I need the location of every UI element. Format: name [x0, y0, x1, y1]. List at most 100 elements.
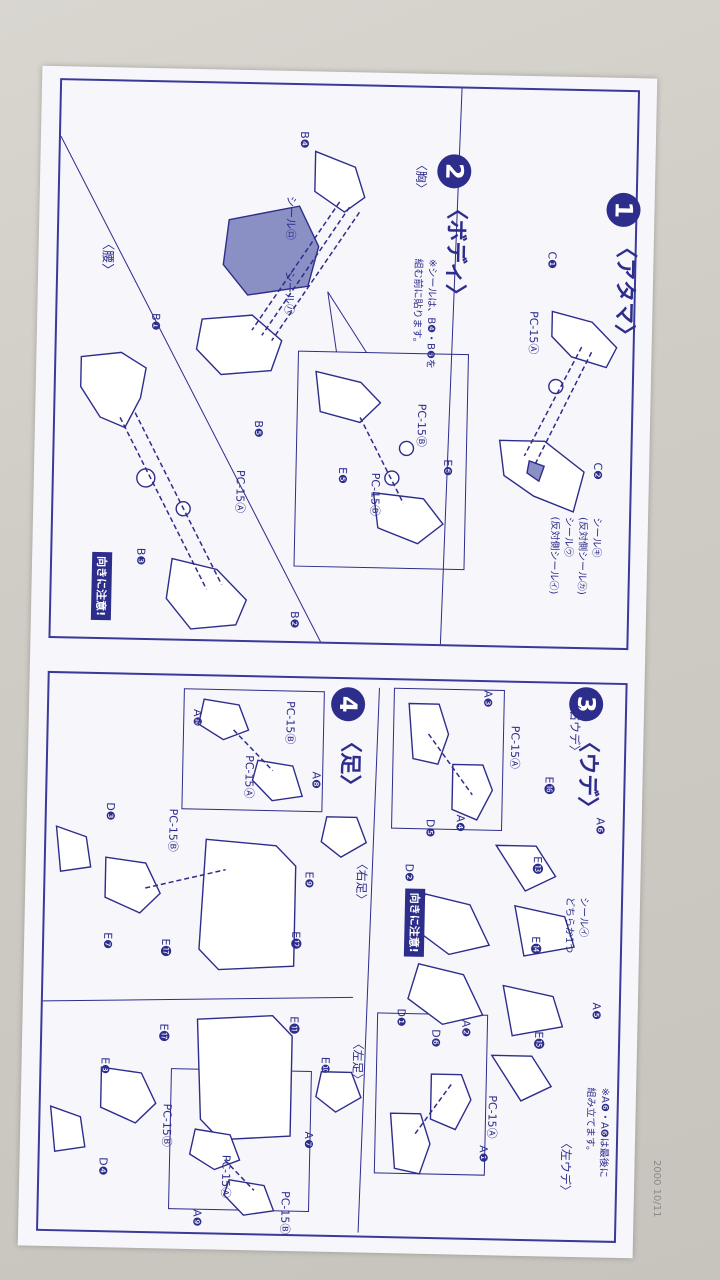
right-arm-shoulder	[494, 844, 557, 892]
label-c2: C❷	[590, 462, 605, 481]
label-pc15b-callout-2: PC-15Ⓑ	[368, 472, 382, 517]
label-a1: A❶	[476, 1145, 490, 1163]
waist-divider-line	[60, 135, 321, 642]
step3-note: ※A❻・A❻は最後に 組み立てます。	[583, 1087, 611, 1178]
label-e5: E❺	[335, 466, 350, 485]
label-d1: D❶	[394, 1008, 408, 1027]
step2-number-badge: 2	[437, 153, 473, 189]
step4-left-leg-label: 〈左足〉	[350, 1037, 366, 1086]
label-pc15b-lleg-callout: PC-15Ⓑ	[278, 1190, 292, 1235]
label-a8: A❽	[309, 771, 323, 790]
label-pc15b-lleg: PC-15Ⓑ	[159, 1103, 174, 1147]
label-pc15a-larm: PC-15Ⓐ	[485, 1095, 499, 1139]
label-b3: B❸	[133, 547, 148, 566]
label-a7: A❼	[301, 1131, 316, 1150]
label-a5: A❺	[589, 1002, 603, 1021]
label-pc15a-rleg: PC-15Ⓐ	[242, 755, 257, 799]
label-d6: D❻	[428, 1029, 443, 1048]
step4-number-badge: 4	[331, 686, 366, 722]
step2-title: 〈ボディ〉	[441, 197, 469, 307]
step4-heading: 4 〈足〉	[330, 686, 370, 797]
chest-part-b4	[314, 150, 366, 213]
arm-warning-badge: 向きに注意!	[403, 888, 426, 957]
label-pc15a-waist: PC-15Ⓐ	[233, 469, 247, 514]
label-e13: E⓭	[530, 856, 544, 875]
right-arm-upper	[514, 904, 575, 957]
parts-illustrations	[42, 88, 618, 1233]
step3-seal-note: シール㋑ どちらか1つ	[562, 896, 590, 954]
head-part-c1	[551, 310, 618, 369]
waist-part-b2	[165, 557, 248, 630]
step2-heading: 2 〈ボディ〉	[435, 153, 476, 307]
right-left-leg-divider	[42, 996, 353, 1002]
step4-right-leg-label: 〈右足〉	[353, 857, 369, 906]
label-b5: B❺	[251, 420, 266, 438]
label-a10: A❿	[190, 708, 204, 727]
step1-title: 〈アタマ〉	[610, 235, 638, 347]
label-pc15a-head: PC-15Ⓐ	[526, 310, 541, 355]
callout-part-e5	[315, 370, 382, 424]
label-e17-left: E⓱	[157, 1023, 171, 1042]
label-e11: E⓫	[287, 1016, 301, 1035]
label-e12: E⓬	[288, 931, 303, 950]
step2-subtitle-chest: 〈胸〉	[413, 158, 429, 195]
instruction-booklet: 1 〈アタマ〉 C❶ PC-15Ⓐ C❷ シール㋖ (反対側シール㋕) シール㋒…	[17, 65, 658, 1259]
step1-seal-note: シール㋖ (反対側シール㋕) シール㋒ (反対側シール㋑)	[547, 516, 603, 596]
step1-number-badge: 1	[606, 192, 642, 228]
label-a3: A❸	[481, 690, 495, 708]
label-a6-right: A❻	[593, 817, 607, 836]
print-code: 2000 10/11	[651, 1160, 662, 1218]
label-d2: D❷	[402, 863, 416, 883]
label-b1: B❶	[148, 312, 163, 331]
step3-right-arm-label: 〈右ウデ〉	[567, 696, 583, 758]
step4-right-callout-box	[181, 688, 325, 813]
left-arm-upper	[502, 984, 564, 1037]
label-pc15a-lleg: PC-15Ⓐ	[218, 1154, 233, 1199]
label-e7: E❼	[100, 932, 115, 950]
label-e8: E❽	[98, 1057, 112, 1075]
left-hand	[407, 962, 484, 1026]
label-d3: D❸	[103, 802, 118, 821]
right-hand	[413, 893, 491, 956]
step4-title: 〈足〉	[336, 730, 363, 797]
label-d5: D❺	[423, 818, 437, 838]
left-leg-shin	[196, 1015, 293, 1141]
label-e17-right: E⓱	[158, 938, 173, 957]
callout-part-e6	[372, 491, 444, 545]
label-pc15b-rleg-callout: PC-15Ⓑ	[283, 700, 298, 745]
label-pc15b-rleg: PC-15Ⓑ	[165, 808, 180, 853]
right-foot-top	[320, 816, 368, 858]
right-knee	[104, 856, 161, 914]
label-c1: C❶	[545, 251, 559, 270]
step3-right-callout-box	[391, 687, 505, 831]
step2-note: ※シールは、B❹・B❺を 組む前に貼ります。	[410, 258, 438, 370]
step1-heading: 1 〈アタマ〉	[604, 192, 645, 347]
label-e9: E❾	[302, 871, 316, 889]
label-e15: E⓯	[531, 1031, 546, 1050]
label-e16: E⓰	[542, 776, 556, 795]
label-a9: A❾	[190, 1209, 204, 1227]
head-part-c2	[498, 439, 585, 513]
label-e10: E❿	[318, 1056, 332, 1074]
label-pc15a-rarm: PC-15Ⓐ	[507, 725, 522, 770]
label-d4: D❹	[96, 1157, 110, 1176]
waist-part-b1	[80, 351, 147, 429]
chest-part-b5	[195, 314, 283, 376]
label-e6: E❻	[440, 459, 455, 477]
right-leg-shin	[198, 838, 297, 971]
label-b4: B❹	[297, 131, 312, 149]
label-b2: B❷	[287, 610, 302, 629]
step3-step4-divider	[357, 687, 380, 1233]
label-pc15b-callout-1: PC-15Ⓑ	[414, 403, 429, 448]
chest-core	[222, 205, 320, 296]
step3-left-arm-label: 〈左ウデ〉	[557, 1136, 574, 1198]
left-knee	[99, 1066, 157, 1124]
step2-callout-box	[293, 350, 469, 571]
label-seal-ha: シール㋩	[282, 270, 297, 316]
label-seal-ro: シール㋺	[283, 195, 298, 241]
left-arm-shoulder	[490, 1054, 553, 1102]
label-e14: E⓮	[528, 936, 543, 955]
label-a4: A❹	[453, 814, 467, 833]
left-foot-top	[315, 1071, 362, 1113]
step2-waist-label: 〈腰〉	[99, 236, 115, 277]
